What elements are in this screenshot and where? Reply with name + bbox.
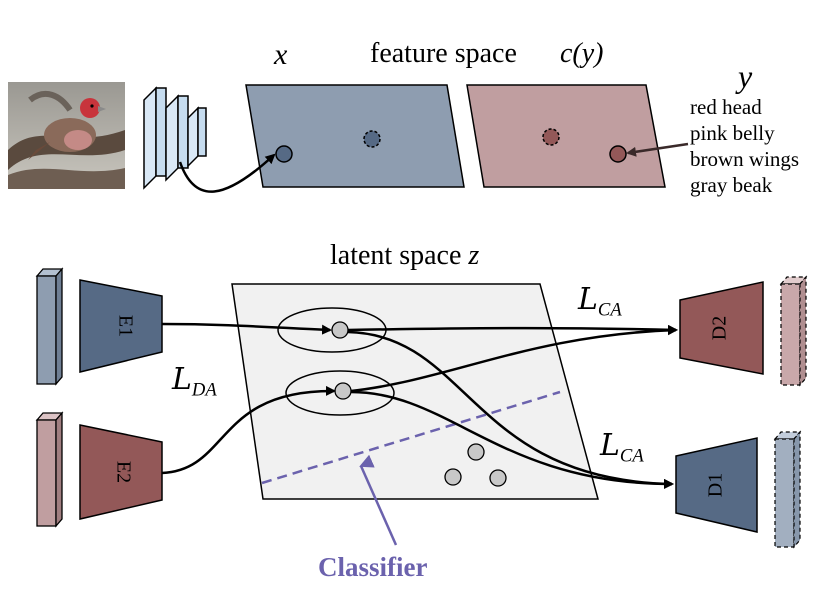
- latent-point-attribute: [334, 382, 352, 400]
- decoder-d2: [679, 281, 764, 375]
- projected-image-point: [542, 128, 560, 146]
- attribute-label: y: [738, 58, 753, 94]
- cnn-to-feature-arrow: [178, 153, 276, 193]
- encoder-e1-label: E1: [114, 315, 136, 337]
- cnn-feature-extractor: [143, 86, 207, 190]
- attribute-item: red head: [690, 95, 762, 119]
- e2-to-latent-arrow: [161, 385, 336, 475]
- cross-alignment-loss-top: LCA: [578, 282, 622, 322]
- decoder-d1: [675, 437, 758, 533]
- latent-space-text: latent space: [330, 240, 462, 271]
- latent-ellipse-bottom: [285, 370, 395, 416]
- attribute-list: red head pink belly brown wings gray bea…: [690, 94, 799, 198]
- attribute-feature-point: [609, 145, 627, 163]
- classifier-pointer-arrow: [359, 454, 398, 546]
- loss-symbol: L: [600, 428, 620, 463]
- image-latent-to-d2-arrow: [347, 324, 678, 335]
- attribute-embedding-label: c(y): [560, 38, 604, 69]
- attribute-to-feature-arrow: [626, 142, 689, 157]
- classifier-label: Classifier: [318, 552, 428, 582]
- image-feature-point: [275, 145, 293, 163]
- classifier-boundary: [261, 390, 561, 485]
- loss-subscript: CA: [597, 299, 622, 321]
- loss-symbol: L: [578, 282, 598, 317]
- attribute-latent-to-d1-arrow: [350, 390, 674, 489]
- latent-point-other: [444, 468, 462, 486]
- feature-space-label: feature space: [370, 38, 517, 69]
- e1-to-latent-arrow: [161, 322, 332, 335]
- encoder-e1: [79, 279, 163, 373]
- image-feature-space: [245, 84, 465, 188]
- projected-attribute-point: [363, 130, 381, 148]
- attribute-feature-input: [35, 411, 64, 528]
- image-latent-to-d1-arrow: [347, 330, 674, 489]
- cross-alignment-loss-bottom: LCA: [600, 428, 644, 468]
- image-feature-input: [35, 267, 64, 386]
- decoder-d1-label: D1: [705, 473, 727, 497]
- loss-symbol: L: [172, 362, 192, 397]
- attribute-latent-to-d2-arrow: [350, 325, 678, 393]
- latent-point-image: [331, 321, 349, 339]
- distribution-alignment-loss: LDA: [172, 362, 217, 402]
- bird-image: [8, 82, 125, 189]
- latent-point-other: [489, 469, 507, 487]
- image-feature-label: x: [274, 38, 288, 71]
- attribute-item: gray beak: [690, 173, 773, 197]
- attribute-item: pink belly: [690, 121, 775, 145]
- attribute-reconstruction: [779, 275, 808, 387]
- attribute-feature-space: [466, 84, 666, 188]
- latent-space-label: latent space z: [330, 240, 479, 272]
- latent-space: [231, 283, 599, 500]
- loss-subscript: DA: [191, 379, 217, 401]
- encoder-e2-label: E2: [112, 461, 134, 483]
- loss-subscript: CA: [619, 445, 644, 467]
- decoder-d2-label: D2: [709, 316, 731, 340]
- latent-point-other: [467, 443, 485, 461]
- encoder-e2: [79, 424, 163, 520]
- image-reconstruction: [773, 430, 802, 549]
- latent-variable: z: [468, 240, 480, 271]
- attribute-item: brown wings: [690, 147, 800, 171]
